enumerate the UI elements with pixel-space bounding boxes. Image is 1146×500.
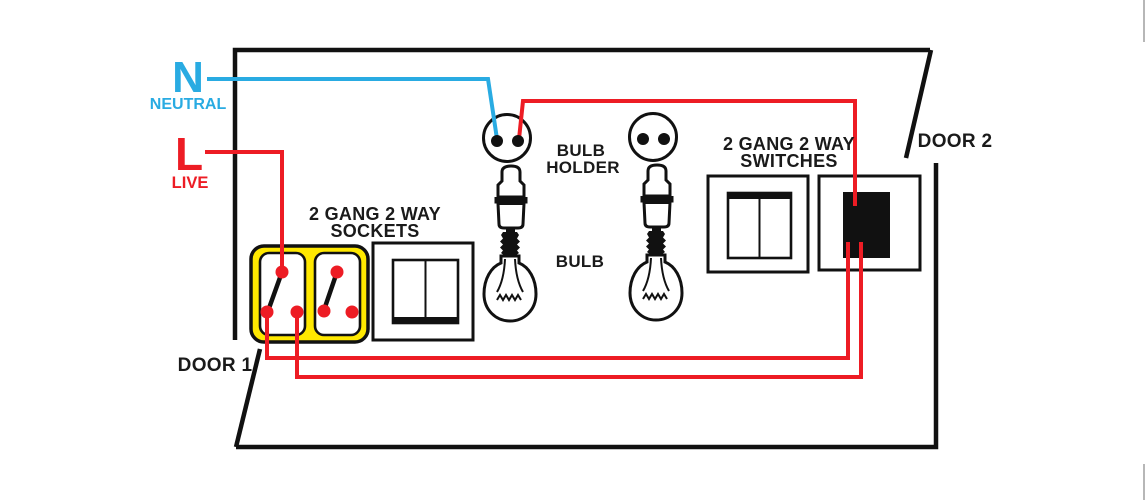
door-2-label: DOOR 2 (918, 131, 993, 152)
switches-faceplate (706, 174, 810, 274)
switches-rocker-top-bar (728, 193, 791, 199)
terminal-dots (260, 133, 670, 319)
bulb-2-filament-support-left (642, 257, 652, 292)
bulb-label: BULB (556, 252, 604, 271)
switches-label-line2: SWITCHES (740, 151, 837, 171)
sockets-rocker-bottom-bar (393, 317, 458, 324)
bulb-holder-label-line1: BULB (557, 141, 605, 160)
bulb-holder-2 (628, 112, 678, 162)
lamp-unit-2 (628, 112, 684, 322)
room-left-top-walls (232, 47, 930, 340)
lamp-holder-2-ring (640, 196, 674, 203)
gang-2-common-terminal (330, 265, 344, 279)
bulb-1-filament (496, 293, 522, 302)
sockets-faceplate (371, 241, 475, 342)
bulb-2-cap-nub (652, 228, 661, 233)
neutral-word-label: NEUTRAL (150, 96, 227, 113)
socket-gang-2 (313, 251, 362, 337)
gang-2-terminal-l2 (345, 305, 359, 319)
bulb-holder-label-line2: HOLDER (546, 158, 620, 177)
labels: N NEUTRAL L LIVE 2 GANG 2 WAY SOCKETS BU… (150, 53, 993, 376)
door-1-label: DOOR 1 (178, 355, 253, 376)
live-word-label: LIVE (172, 174, 209, 192)
bulb-1-filament-support-left (496, 258, 506, 293)
traveler-wire-2 (295, 242, 863, 379)
bulb-2-screw-cap (646, 231, 666, 255)
bulb-1-cap-nub (506, 229, 515, 234)
lamp-unit-1 (482, 113, 538, 323)
bulb-2-glass (628, 253, 684, 322)
neutral-wire (207, 77, 499, 140)
gang-2-terminal-l1 (317, 304, 331, 318)
gang-2-switch-lever (321, 269, 340, 313)
switches-label-line1: 2 GANG 2 WAY (723, 134, 855, 154)
lamp-holder-1-ring (494, 197, 528, 204)
room-right-bottom-walls (236, 163, 939, 450)
bulb-2-filament-support-right (660, 257, 670, 292)
bulb-holder-1 (482, 113, 532, 163)
bulb-1-screw-cap (500, 232, 520, 256)
lamp-holder-1-neck (496, 164, 526, 199)
door-2-swing-line (903, 49, 934, 159)
holder-2-right-terminal (658, 133, 670, 145)
door-1-swing-line (233, 348, 263, 448)
gang-1-switch-lever (265, 269, 285, 314)
lamp-holder-2-neck (642, 163, 672, 198)
gang-1-terminal-l1 (260, 305, 274, 319)
neutral-letter-label: N (172, 53, 204, 102)
sockets-label-line2: SOCKETS (330, 221, 419, 241)
lamp-to-switch-live-wire (517, 99, 857, 206)
holder-1-neutral-terminal (491, 135, 503, 147)
sockets-label-line1: 2 GANG 2 WAY (309, 204, 441, 224)
lamp-holder-2-skirt (642, 201, 672, 229)
gang-1-common-terminal (275, 265, 289, 279)
switch-backbox-terminal-block (843, 192, 890, 258)
room-outline (232, 47, 939, 450)
switch-backbox (817, 174, 922, 272)
bulb-2-filament (642, 292, 668, 301)
holder-1-live-terminal (512, 135, 524, 147)
gang-1-terminal-l2 (290, 305, 304, 319)
bulb-1-glass (482, 254, 538, 323)
traveler-wire-1 (265, 242, 850, 360)
bulb-1-filament-support-right (514, 258, 524, 293)
lamp-holder-1-skirt (496, 202, 526, 230)
live-letter-label: L (175, 128, 203, 180)
wires (205, 77, 863, 379)
holder-2-left-terminal (637, 133, 649, 145)
live-feed-wire (205, 150, 284, 271)
